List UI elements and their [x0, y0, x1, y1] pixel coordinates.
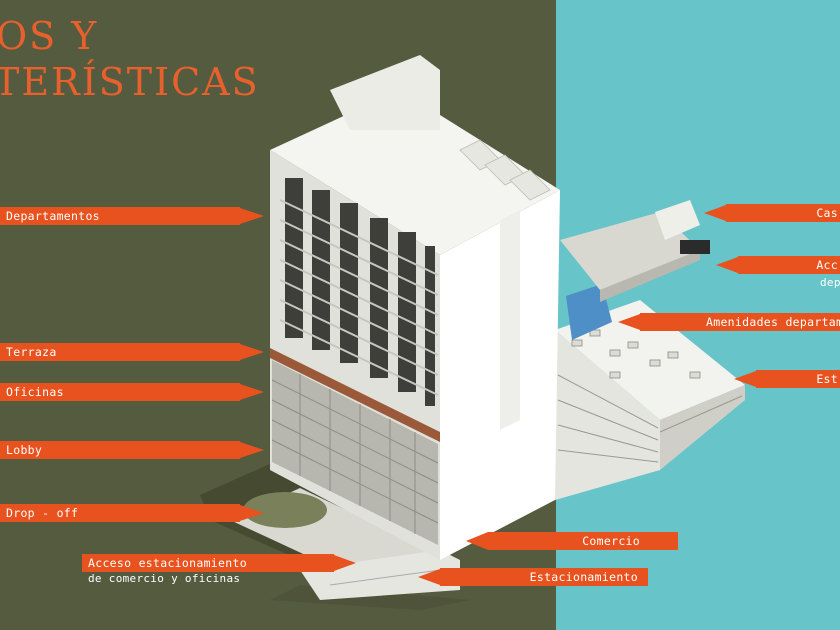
- label-amenidades: Amenidades departam: [640, 313, 840, 331]
- label-estacionamiento: Estacionamiento: [440, 568, 648, 586]
- label-oficinas: Oficinas: [0, 383, 240, 401]
- title-line-1: OS Y: [0, 14, 99, 58]
- label-estacionamiento-right: Est: [756, 370, 840, 388]
- terrace-band: [270, 348, 440, 442]
- label-departamentos: Departamentos: [0, 207, 240, 225]
- label-acceso-estacionamiento: Acceso estacionamiento: [82, 554, 334, 572]
- label-comercio: Comercio: [488, 532, 678, 550]
- label-caseta: Cas: [726, 204, 840, 222]
- caseta: [655, 200, 700, 240]
- label-terraza: Terraza: [0, 343, 240, 361]
- label-acceso-departamentos: Acc: [738, 256, 840, 274]
- label-arrows: [240, 205, 756, 585]
- label-acceso-estacionamiento-line2: de comercio y oficinas: [88, 572, 241, 585]
- title-line-2: TERÍSTICAS: [0, 60, 260, 104]
- parking-front: [555, 330, 660, 500]
- label-lobby: Lobby: [0, 441, 240, 459]
- dropoff-garden: [243, 492, 327, 528]
- rooftop-core: [330, 55, 440, 130]
- street-ramp: [300, 550, 460, 600]
- label-dropoff: Drop - off: [0, 504, 240, 522]
- office-glazing: [272, 360, 438, 545]
- label-acceso-departamentos-line2: dep: [820, 276, 840, 289]
- parking-side: [660, 385, 745, 470]
- tower-roof: [270, 90, 560, 255]
